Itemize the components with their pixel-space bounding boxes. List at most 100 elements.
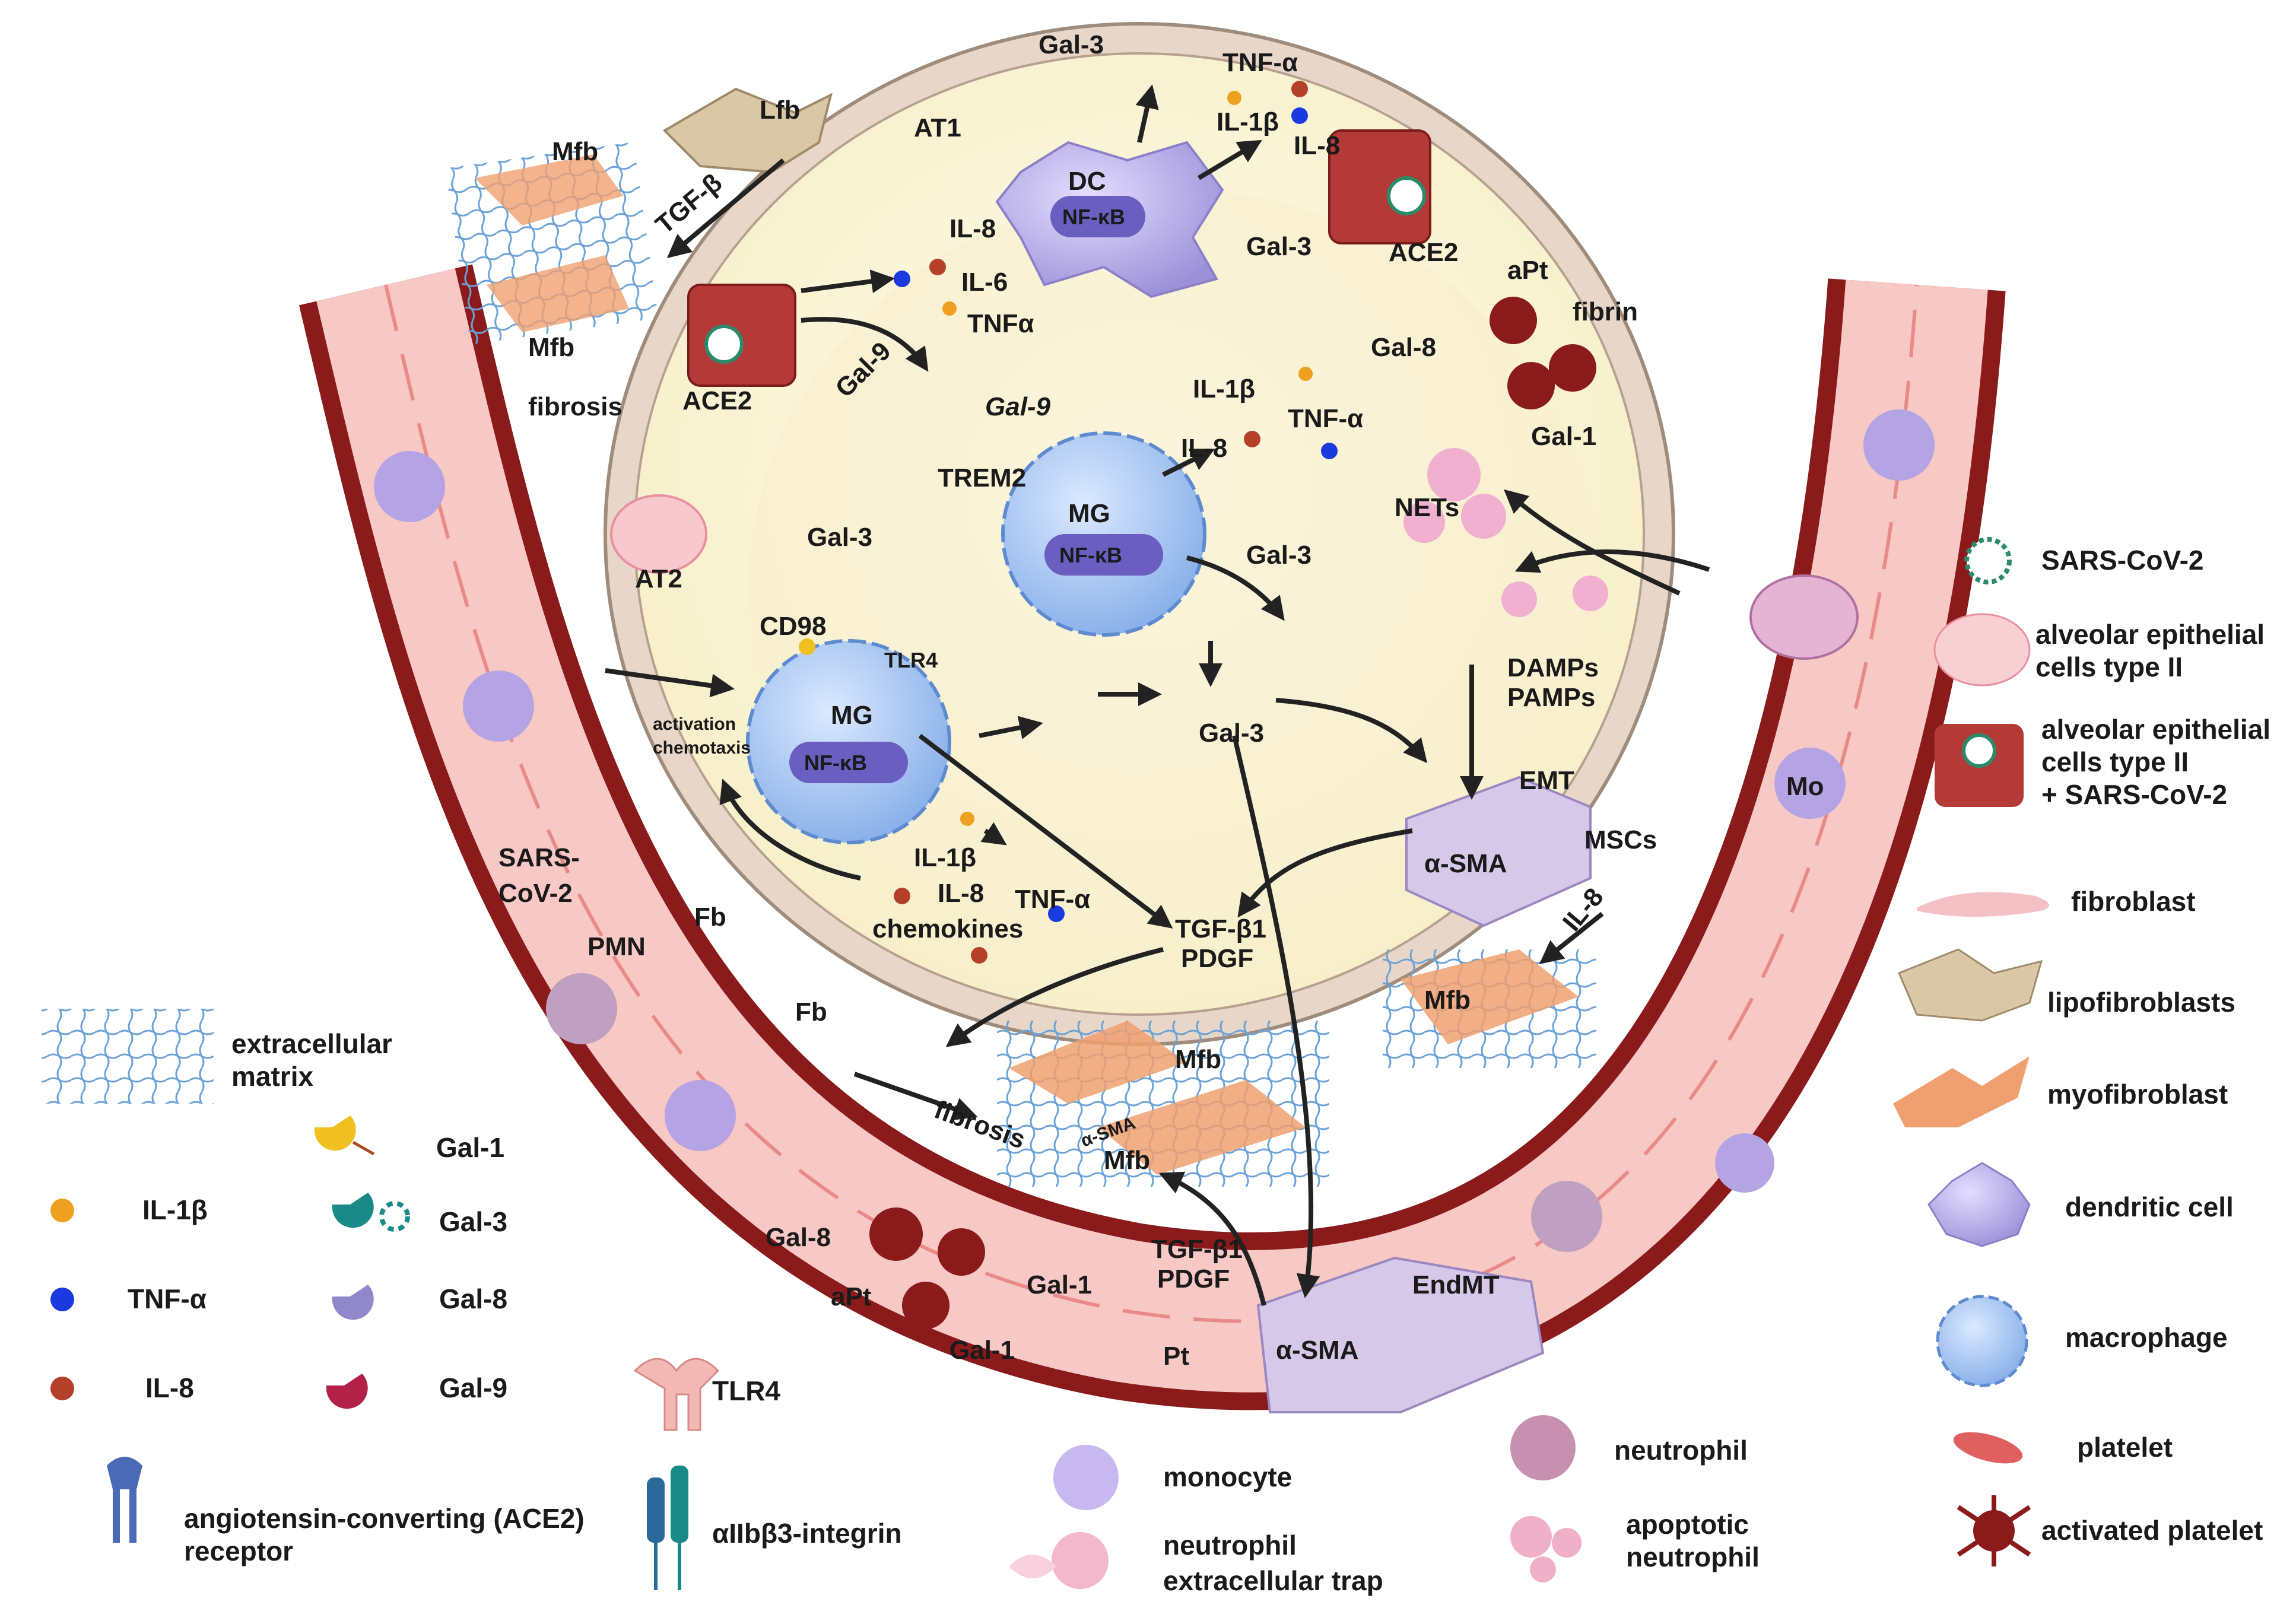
activated-platelets-bottom — [869, 1207, 985, 1329]
fibroblast-icon — [1917, 892, 2049, 917]
legend-dendritic: dendritic cell — [2065, 1191, 2234, 1222]
legend-apoptotic-line1: apoptotic — [1626, 1509, 1749, 1540]
label-gal8-right: Gal-8 — [1371, 333, 1436, 362]
vessel-cells — [374, 409, 1935, 1252]
legend-gal3: Gal-3 — [439, 1206, 507, 1237]
infected-at2-cell-icon — [1935, 724, 2024, 807]
monocyte-icon — [1053, 1445, 1119, 1510]
label-cd98: CD98 — [760, 612, 827, 641]
gal9-icon — [326, 1374, 368, 1409]
label-il1b-mid: IL-1β — [1193, 374, 1255, 403]
label-pdgf-bottom: PDGF — [1157, 1264, 1230, 1294]
legend-monocyte: monocyte — [1163, 1461, 1292, 1492]
gal3-icon — [332, 1193, 410, 1232]
legend-tnfa: TNF-α — [128, 1283, 207, 1314]
il1b-dot-icon — [50, 1199, 74, 1222]
integrin-icon — [647, 1466, 688, 1590]
label-gal3-top: Gal-3 — [1039, 30, 1104, 59]
ace2-receptor-icon — [107, 1457, 142, 1543]
label-tlr4-center: TLR4 — [884, 648, 938, 672]
label-asma-bottom: α-SMA — [1276, 1336, 1358, 1365]
cytokine-dots — [799, 81, 1338, 964]
label-tnfa-top: TNF-α — [1222, 48, 1298, 77]
gal8-icon — [332, 1285, 374, 1320]
legend-myofibroblast: myofibroblast — [2047, 1079, 2228, 1110]
label-fb-2: Fb — [795, 997, 827, 1027]
label-pdgf: PDGF — [1181, 944, 1253, 973]
legend-gal1: Gal-1 — [436, 1132, 504, 1163]
legend-at2-line1: alveolar epithelial — [2035, 619, 2265, 650]
arrows — [605, 84, 1710, 1306]
legend-infected-line1: alveolar epithelial — [2041, 714, 2270, 745]
label-apt-bottom: aPt — [831, 1282, 872, 1311]
net-icon — [1009, 1532, 1109, 1589]
legend-ace2-line2: receptor — [184, 1536, 293, 1566]
infected-at2-cell-left — [687, 284, 796, 387]
label-il8-mid: IL-8 — [949, 214, 996, 243]
platelet-icon — [1953, 1432, 2023, 1464]
label-gal3-right: Gal-3 — [1246, 232, 1311, 261]
label-fb-1: Fb — [694, 902, 726, 932]
legend-ace2-line1: angiotensin-converting (ACE2) — [184, 1503, 585, 1534]
legend-apoptotic-line2: neutrophil — [1626, 1542, 1760, 1572]
infected-at2-cell-right — [1328, 129, 1431, 244]
label-gal1-bottom-1: Gal-1 — [1027, 1270, 1092, 1299]
ecm-cluster-bottom — [997, 1021, 1329, 1187]
label-fibrosis-top: fibrosis — [528, 392, 623, 421]
dendritic-cell-icon — [1927, 1162, 2031, 1247]
label-il1b-top: IL-1β — [1217, 107, 1279, 136]
macrophage-bottom — [746, 639, 951, 844]
legend-gal9: Gal-9 — [439, 1372, 507, 1403]
legend-macrophage: macrophage — [2065, 1322, 2228, 1353]
myofibroblast-icon — [1893, 1056, 2030, 1127]
legend-net-line1: neutrophil — [1163, 1530, 1297, 1561]
at2-cell-icon — [1933, 613, 2031, 687]
macrophage-top — [1001, 431, 1206, 637]
label-il8-lower: IL-8 — [938, 879, 984, 908]
label-dc: DC — [1068, 167, 1106, 196]
label-chemotaxis: chemotaxis — [653, 738, 751, 758]
dendritic-cell — [995, 141, 1224, 298]
apoptotic-neutrophil-icon — [1510, 1516, 1582, 1582]
label-ace2-left: ACE2 — [682, 386, 752, 415]
legend-il1b: IL-1β — [142, 1194, 208, 1225]
label-gal3-lower: Gal-3 — [1199, 719, 1264, 748]
ecm-cluster-top — [445, 142, 659, 345]
extracellular-matrix-icon — [42, 1009, 214, 1104]
legend-platelet: platelet — [2077, 1432, 2173, 1463]
label-gal8-bottom: Gal-8 — [766, 1223, 831, 1252]
label-nfkb-mg2: NF-κB — [804, 751, 867, 775]
neutrophil-icon — [1510, 1415, 1576, 1480]
label-asma-upper: α-SMA — [1424, 849, 1507, 878]
legend-il8: IL-8 — [145, 1372, 194, 1403]
label-il8-center: IL-8 — [1181, 434, 1227, 463]
il8-dot-icon — [50, 1377, 74, 1400]
tnfa-dot-icon — [50, 1288, 74, 1311]
at2-cell — [610, 494, 707, 574]
label-gal1-right: Gal-1 — [1531, 422, 1596, 451]
label-tgfb1: TGF-β1 — [1175, 914, 1266, 943]
legend-ecm-line1: extracellular — [231, 1028, 392, 1059]
label-mg-top: MG — [1068, 499, 1110, 528]
label-il8-top: IL-8 — [1294, 131, 1340, 160]
neutrophil-extravasating — [1749, 574, 1859, 660]
legend-right: SARS-CoV-2 alveolar epithelial cells typ… — [1893, 537, 2270, 1566]
legend-activated-platelet: activated platelet — [2041, 1515, 2263, 1546]
label-gal1-bottom-2: Gal-1 — [949, 1336, 1015, 1365]
activated-platelets-top — [1490, 297, 1596, 409]
label-emt: EMT — [1519, 766, 1574, 795]
label-pamps: PAMPs — [1507, 683, 1595, 712]
label-fibrin: fibrin — [1573, 297, 1638, 326]
emt-cells — [1405, 776, 1592, 927]
legend-gal8: Gal-8 — [439, 1283, 507, 1314]
legend-infected-line3: + SARS-CoV-2 — [2041, 779, 2227, 810]
lipofibroblast-cell — [662, 87, 833, 174]
legend-lipofibroblast: lipofibroblasts — [2047, 987, 2235, 1018]
diagram-labels: Lfb AT1 Mfb TGF-β Mfb fibrosis ACE2 Gal-… — [498, 30, 1824, 1371]
label-lfb: Lfb — [760, 96, 800, 125]
label-sarscov2-vessel-2: CoV-2 — [498, 879, 573, 908]
legend-net-line2: extracellular trap — [1163, 1565, 1383, 1596]
legend-sarscov2: SARS-CoV-2 — [2041, 545, 2203, 576]
label-activation: activation — [653, 714, 736, 734]
